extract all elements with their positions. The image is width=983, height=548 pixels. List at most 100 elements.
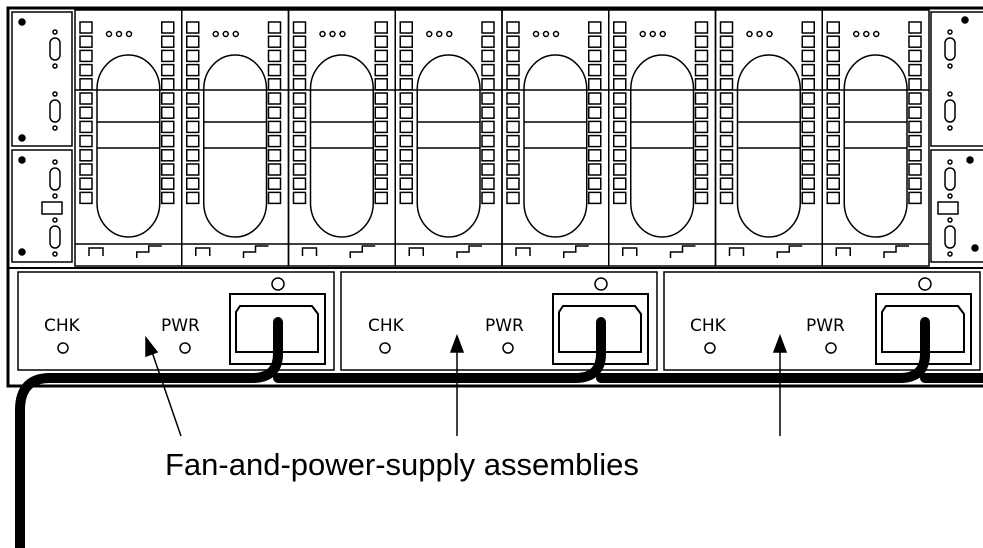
- indicator-square-icon: [802, 150, 814, 161]
- indicator-square-icon: [187, 150, 199, 161]
- latch-icon: [884, 246, 909, 258]
- indicator-square-icon: [721, 65, 733, 76]
- indicator-square-icon: [909, 36, 921, 47]
- indicator-square-icon: [162, 164, 174, 175]
- indicator-square-icon: [696, 79, 708, 90]
- indicator-square-icon: [400, 150, 412, 161]
- indicator-square-icon: [802, 36, 814, 47]
- indicator-square-icon: [400, 65, 412, 76]
- indicator-square-icon: [269, 36, 281, 47]
- indicator-square-icon: [721, 192, 733, 203]
- indicator-square-icon: [187, 22, 199, 33]
- latch-icon: [730, 248, 744, 256]
- indicator-square-icon: [909, 22, 921, 33]
- indicator-square-icon: [827, 136, 839, 147]
- indicator-square-icon: [802, 107, 814, 118]
- fan-handle: [311, 55, 374, 237]
- indicator-square-icon: [696, 22, 708, 33]
- indicator-square-icon: [294, 107, 306, 118]
- indicator-square-icon: [80, 164, 92, 175]
- indicator-square-icon: [80, 121, 92, 132]
- indicator-square-icon: [269, 50, 281, 61]
- fan-psu-assembly-1: CHK PWR: [18, 272, 334, 370]
- drive-bay: [502, 10, 609, 266]
- indicator-square-icon: [269, 107, 281, 118]
- status-light-icon: [874, 32, 879, 37]
- status-light-icon: [554, 32, 559, 37]
- status-light-icon: [330, 32, 335, 37]
- latch-icon: [409, 248, 423, 256]
- indicator-square-icon: [294, 50, 306, 61]
- indicator-square-icon: [400, 136, 412, 147]
- screw-icon: [972, 245, 978, 251]
- indicator-square-icon: [614, 79, 626, 90]
- status-light-icon: [233, 32, 238, 37]
- status-light-icon: [437, 32, 442, 37]
- indicator-square-icon: [269, 93, 281, 104]
- latch-icon: [623, 248, 637, 256]
- indicator-square-icon: [294, 192, 306, 203]
- indicator-square-icon: [696, 36, 708, 47]
- indicator-square-icon: [294, 178, 306, 189]
- screw-icon: [967, 157, 973, 163]
- indicator-square-icon: [909, 164, 921, 175]
- indicator-square-icon: [802, 136, 814, 147]
- indicator-square-icon: [269, 164, 281, 175]
- indicator-square-icon: [827, 150, 839, 161]
- status-light-icon: [747, 32, 752, 37]
- fan-handle: [631, 55, 694, 237]
- indicator-square-icon: [696, 192, 708, 203]
- indicator-square-icon: [827, 65, 839, 76]
- indicator-square-icon: [80, 22, 92, 33]
- latch-icon: [244, 246, 269, 258]
- fan-handle: [524, 55, 587, 237]
- indicator-square-icon: [909, 150, 921, 161]
- psu-screw-icon: [272, 278, 284, 290]
- status-light-icon: [117, 32, 122, 37]
- status-light-icon: [213, 32, 218, 37]
- indicator-square-icon: [827, 22, 839, 33]
- indicator-square-icon: [589, 22, 601, 33]
- indicator-square-icon: [589, 65, 601, 76]
- status-light-icon: [640, 32, 645, 37]
- indicator-square-icon: [909, 65, 921, 76]
- indicator-square-icon: [482, 121, 494, 132]
- indicator-square-icon: [482, 178, 494, 189]
- screw-icon: [962, 17, 968, 23]
- indicator-square-icon: [294, 65, 306, 76]
- latch-icon: [836, 248, 850, 256]
- indicator-square-icon: [162, 65, 174, 76]
- indicator-square-icon: [909, 192, 921, 203]
- indicator-square-icon: [827, 107, 839, 118]
- indicator-square-icon: [482, 22, 494, 33]
- indicator-square-icon: [827, 178, 839, 189]
- status-light-icon: [320, 32, 325, 37]
- drive-bay-frame: [289, 10, 396, 266]
- indicator-square-icon: [721, 36, 733, 47]
- indicator-square-icon: [162, 136, 174, 147]
- latch-icon: [564, 246, 589, 258]
- indicator-square-icon: [507, 22, 519, 33]
- drive-bay: [75, 10, 182, 266]
- chk-led-icon: [58, 343, 68, 353]
- status-light-icon: [864, 32, 869, 37]
- indicator-square-icon: [162, 22, 174, 33]
- status-light-icon: [650, 32, 655, 37]
- indicator-square-icon: [162, 50, 174, 61]
- indicator-square-icon: [827, 93, 839, 104]
- indicator-square-icon: [400, 93, 412, 104]
- left-io-panel: [12, 12, 72, 262]
- indicator-square-icon: [400, 107, 412, 118]
- indicator-square-icon: [482, 107, 494, 118]
- pwr-led-icon: [826, 343, 836, 353]
- indicator-square-icon: [802, 79, 814, 90]
- screw-icon: [19, 249, 25, 255]
- indicator-square-icon: [614, 36, 626, 47]
- indicator-square-icon: [507, 150, 519, 161]
- right-io-panel: [931, 12, 983, 262]
- indicator-square-icon: [294, 36, 306, 47]
- indicator-square-icon: [696, 107, 708, 118]
- drive-bay: [182, 10, 289, 266]
- caption-label: Fan-and-power-supply assemblies: [165, 447, 639, 482]
